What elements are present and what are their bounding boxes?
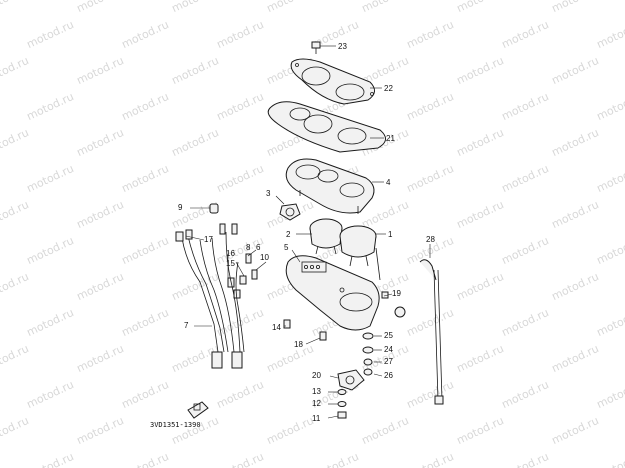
- callout-4: 4: [386, 178, 391, 187]
- diagram-code: 3VD1351-1390: [150, 421, 201, 429]
- part-tachometer-2: [309, 218, 343, 255]
- callout-14: 14: [272, 323, 281, 332]
- callout-13: 13: [312, 387, 321, 396]
- leader-lines: [185, 45, 431, 419]
- part-speedometer-1: [339, 225, 381, 281]
- callout-21: 21: [386, 134, 395, 143]
- part-connector-loose: [187, 401, 209, 419]
- part-lower-case-5: [285, 255, 380, 331]
- callout-1: 1: [388, 230, 393, 239]
- part-sockets-8-10: [219, 223, 258, 280]
- callout-18: 18: [294, 340, 303, 349]
- callout-17: 17: [204, 235, 213, 244]
- callout-19: 19: [392, 289, 401, 298]
- callout-27: 27: [384, 357, 393, 366]
- part-grommets-24-27: [362, 332, 374, 376]
- callout-9: 9: [178, 203, 183, 212]
- callout-11: 11: [312, 414, 321, 423]
- callout-22: 22: [384, 84, 393, 93]
- callout-15: 15: [226, 259, 235, 268]
- part-cable-28: [419, 259, 444, 405]
- part-small-parts-11-13: [337, 389, 347, 419]
- part-top-cover-22: [290, 58, 375, 105]
- callout-5: 5: [284, 243, 289, 252]
- callout-7: 7: [184, 321, 189, 330]
- callout-12: 12: [312, 399, 321, 408]
- part-bracket-20: [337, 369, 365, 391]
- callout-20: 20: [312, 371, 321, 380]
- callout-2: 2: [286, 230, 291, 239]
- part-panel-21: [267, 101, 386, 153]
- callout-26: 26: [384, 371, 393, 380]
- callout-16: 16: [226, 249, 235, 258]
- part-meter-case-4: [285, 158, 375, 214]
- callout-28: 28: [426, 235, 435, 244]
- callout-10: 10: [260, 253, 269, 262]
- callout-23: 23: [338, 42, 347, 51]
- part-small-meter-3: [279, 203, 301, 221]
- callout-24: 24: [384, 345, 393, 354]
- part-screw-23: [311, 41, 321, 54]
- callout-6: 6: [256, 243, 261, 252]
- callout-25: 25: [384, 331, 393, 340]
- part-bulb-9: [209, 203, 219, 214]
- callout-8: 8: [246, 243, 251, 252]
- part-screws-14-18-19: [283, 291, 406, 341]
- callout-3: 3: [266, 189, 271, 198]
- part-wire-harness-7: [175, 229, 245, 369]
